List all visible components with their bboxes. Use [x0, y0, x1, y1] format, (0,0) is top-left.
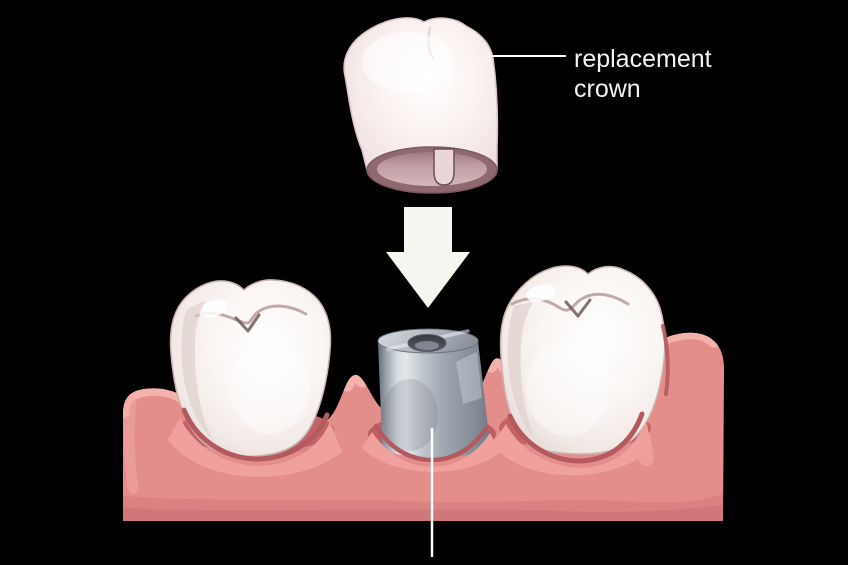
- abutment-gum-rim: [362, 432, 500, 472]
- right-molar-fissure-notch: [564, 298, 592, 318]
- left-molar-fissure: [194, 304, 308, 325]
- abutment-screw-hole-inner: [415, 341, 439, 350]
- down-arrow-icon: [386, 207, 470, 308]
- abutment-body-shade: [382, 379, 438, 451]
- right-molar-body-highlight: [526, 340, 610, 436]
- replacement-crown: [343, 17, 499, 194]
- gum-top-highlight: [123, 332, 721, 419]
- left-gum-rim: [168, 418, 342, 477]
- gum-shadow-band-dark: [123, 505, 723, 521]
- left-gum-crevice: [181, 407, 330, 462]
- left-molar-fissure-notch: [234, 313, 261, 333]
- right-molar-tooth: [499, 265, 670, 455]
- left-molar-cusp-highlight: [198, 300, 228, 318]
- right-molar-gum-crevice: [661, 324, 670, 396]
- left-molar-side-shade: [181, 300, 214, 441]
- right-gum-rim: [492, 420, 652, 476]
- right-molar-side-shade: [507, 302, 536, 440]
- crown-keyway-slot: [433, 148, 455, 186]
- crown-highlight: [362, 32, 454, 92]
- gum-left-flank-highlight: [123, 396, 139, 494]
- right-molar-cusp-highlight: [526, 284, 556, 302]
- left-molar-tooth: [169, 279, 332, 458]
- abutment-body-sheen: [456, 352, 482, 404]
- label-line-2: crown: [574, 75, 641, 103]
- right-gum-crevice: [507, 411, 645, 464]
- crown-inner-face: [377, 152, 487, 186]
- replacement-crown-label: replacement crown: [574, 45, 712, 103]
- label-line-1: replacement: [574, 45, 712, 73]
- left-molar-body: [169, 279, 332, 458]
- left-molar-body-highlight: [230, 342, 310, 434]
- implant-abutment: [377, 328, 490, 458]
- abutment-body: [378, 341, 490, 458]
- right-molar-body: [499, 265, 666, 455]
